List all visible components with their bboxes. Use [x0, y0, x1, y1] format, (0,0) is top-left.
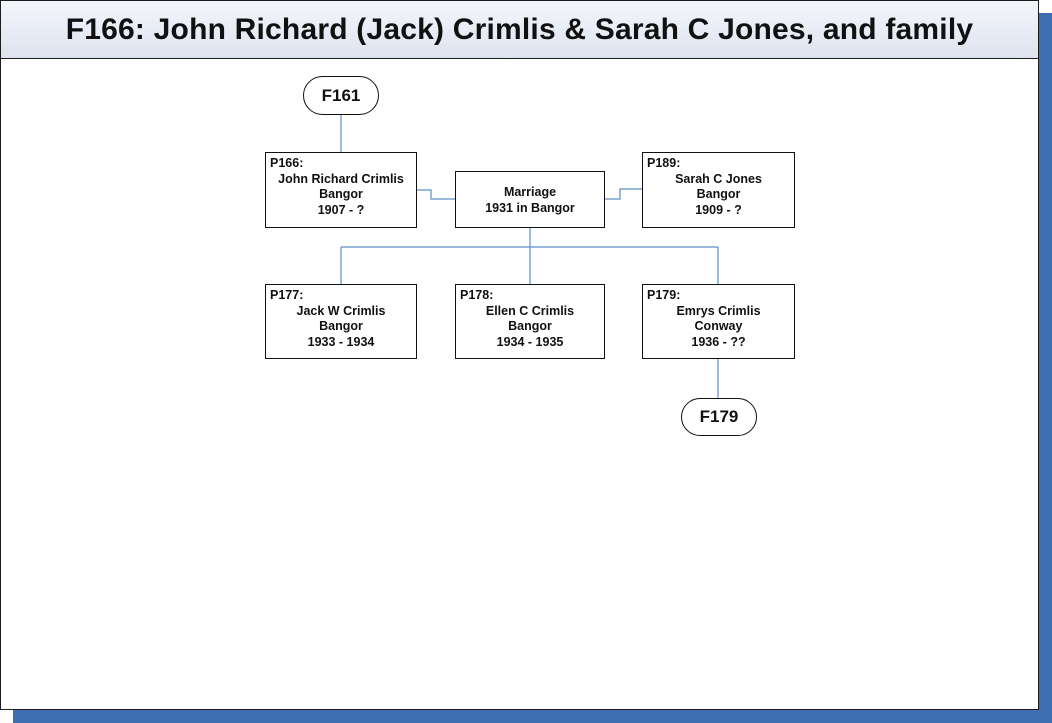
child-family-label: F179	[699, 407, 739, 426]
marriage-box[interactable]: Marriage 1931 in Bangor	[455, 171, 605, 228]
child-2-years: 1934 - 1935	[496, 334, 564, 349]
title-bar: F166: John Richard (Jack) Crimlis & Sara…	[1, 1, 1038, 59]
wife-years: 1909 - ?	[695, 202, 742, 217]
child-3-years: 1936 - ??	[691, 334, 746, 349]
husband-marriage-connector	[417, 189, 455, 200]
page-title: F166: John Richard (Jack) Crimlis & Sara…	[65, 12, 974, 46]
husband-name: John Richard Crimlis	[278, 171, 404, 186]
child-2-id: P178:	[460, 288, 494, 302]
marriage-detail: 1931 in Bangor	[485, 200, 575, 215]
husband-years: 1907 - ?	[317, 202, 365, 217]
child-3-place: Conway	[694, 319, 743, 333]
husband-id: P166:	[270, 156, 304, 170]
child-3-name: Emrys Crimlis	[676, 303, 761, 318]
child-box-1[interactable]: P177: Jack W Crimlis Bangor 1933 - 1934	[265, 284, 417, 359]
child-1-id: P177:	[270, 288, 304, 302]
child-1-years: 1933 - 1934	[307, 334, 375, 349]
husband-place: Bangor	[319, 187, 363, 201]
parent-family-link[interactable]: F161	[303, 76, 379, 115]
child-3-id: P179:	[647, 288, 681, 302]
wife-place: Bangor	[696, 187, 741, 201]
wife-name: Sarah C Jones	[675, 171, 762, 186]
child-box-2[interactable]: P178: Ellen C Crimlis Bangor 1934 - 1935	[455, 284, 605, 359]
child-1-place: Bangor	[319, 319, 363, 333]
wife-id: P189:	[647, 156, 681, 170]
child-1-name: Jack W Crimlis	[296, 303, 386, 318]
wife-box[interactable]: P189: Sarah C Jones Bangor 1909 - ?	[642, 152, 795, 228]
wife-marriage-connector	[605, 188, 642, 200]
parent-family-label: F161	[321, 85, 361, 105]
child-2-place: Bangor	[508, 319, 552, 333]
child-2-name: Ellen C Crimlis	[485, 303, 575, 318]
child-box-3[interactable]: P179: Emrys Crimlis Conway 1936 - ??	[642, 284, 795, 359]
husband-box[interactable]: P166: John Richard Crimlis Bangor 1907 -…	[265, 152, 417, 228]
child-family-link[interactable]: F179	[681, 398, 757, 436]
marriage-label: Marriage	[503, 184, 557, 199]
